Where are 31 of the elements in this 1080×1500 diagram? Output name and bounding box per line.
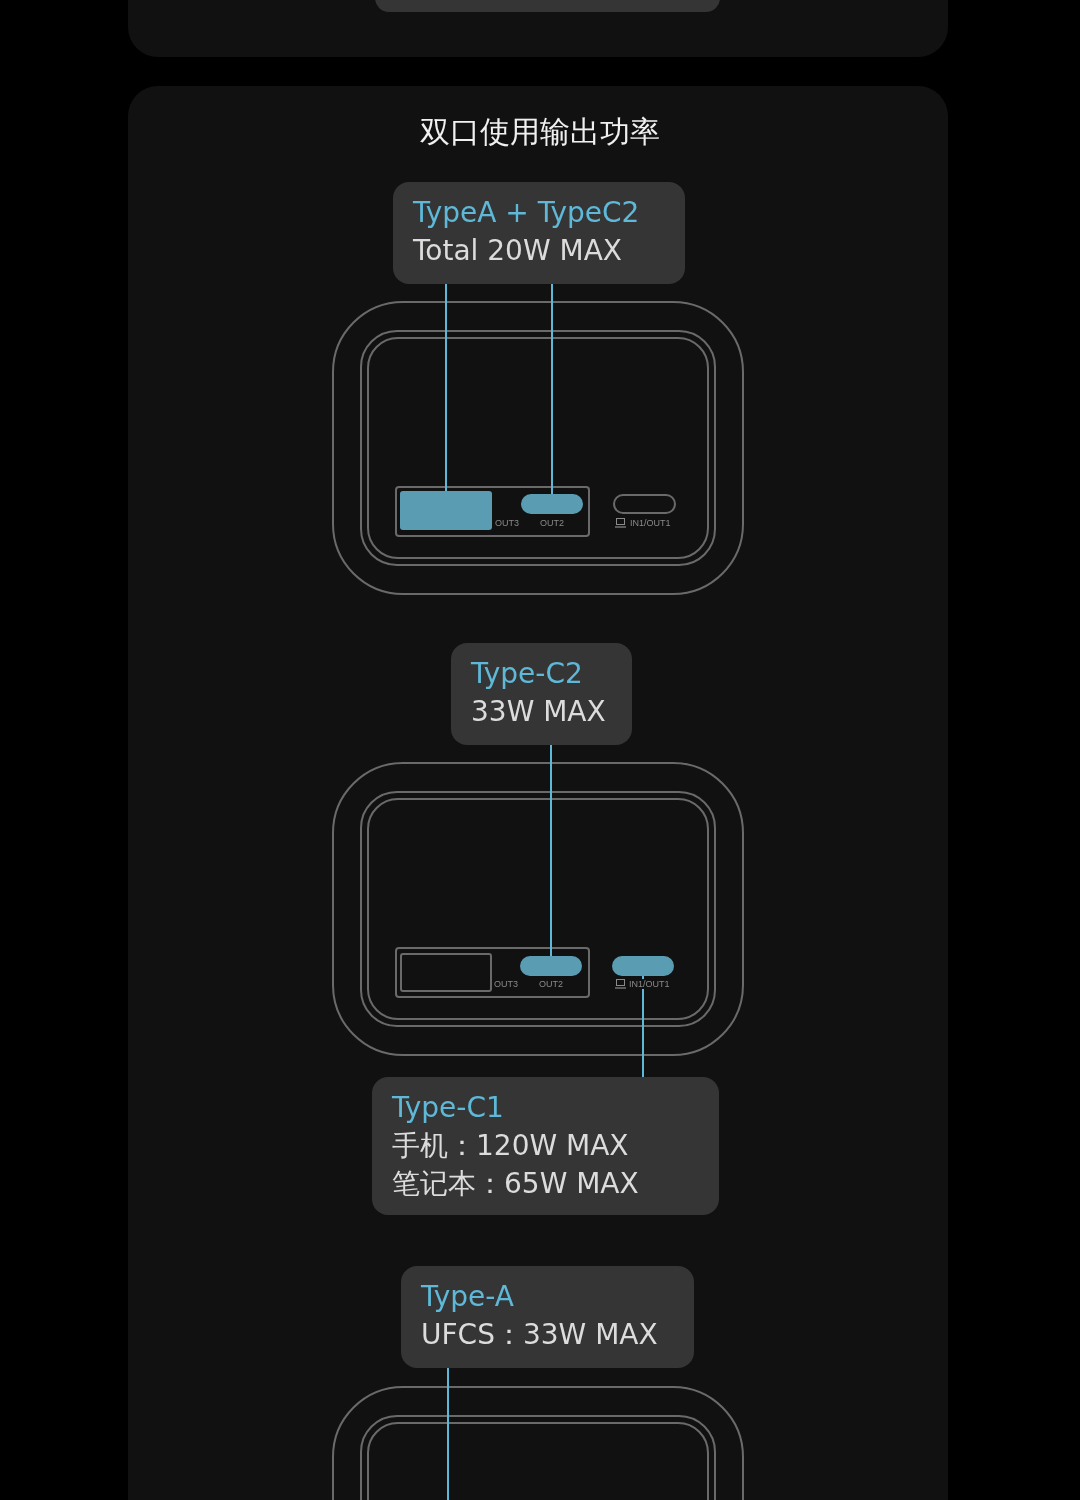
leader-line xyxy=(445,283,447,492)
callout-box xyxy=(401,1266,694,1368)
port-name: Type-C2 xyxy=(471,656,584,692)
power-text: 笔记本：65W MAX xyxy=(392,1166,640,1202)
callout-box xyxy=(372,1077,719,1215)
usb-a-port xyxy=(400,491,492,530)
port-label: OUT3 xyxy=(495,518,519,528)
power-text: 手机：120W MAX xyxy=(392,1128,630,1164)
port-label: IN1/OUT1 xyxy=(630,518,671,528)
callout-box xyxy=(393,182,685,284)
usb-c-port xyxy=(613,494,676,514)
leader-line xyxy=(551,283,553,495)
title: 双口使用输出功率 xyxy=(419,113,661,151)
callout-box xyxy=(451,643,632,745)
usb-c-port xyxy=(520,956,582,976)
power-text: 33W MAX xyxy=(471,694,607,730)
leader-line xyxy=(447,1367,449,1500)
port-label: OUT2 xyxy=(540,518,564,528)
port-name: Type-C1 xyxy=(392,1090,505,1126)
leader-line xyxy=(642,975,644,1078)
power-text: Total 20W MAX xyxy=(413,233,623,269)
usb-c-port xyxy=(521,494,583,514)
leader-line xyxy=(550,744,552,957)
port-label: OUT2 xyxy=(539,979,563,989)
power-text: UFCS：33W MAX xyxy=(421,1317,659,1353)
port-label: OUT3 xyxy=(494,979,518,989)
port-name: Type-A xyxy=(421,1279,515,1315)
usb-a-port xyxy=(400,953,492,992)
port-label: IN1/OUT1 xyxy=(629,979,670,989)
port-name: TypeA + TypeC2 xyxy=(413,195,641,231)
usb-c-port xyxy=(612,956,674,976)
